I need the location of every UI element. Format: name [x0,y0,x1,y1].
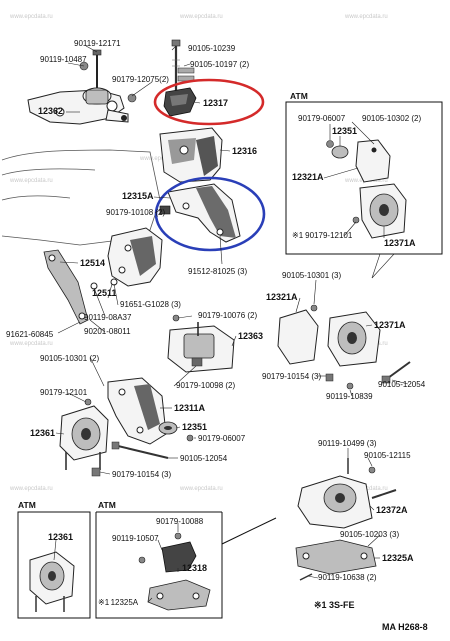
label-atm-90179-10088: 90179-10088 [156,517,204,526]
label-90179-12101-left: 90179-12101 [40,388,88,397]
label-r12325A: 12325A [382,553,414,563]
label-r90105-12115: 90105-12115 [364,451,411,460]
mount-12363 [167,314,235,373]
blue-circle-highlight [154,176,266,252]
watermark: www.epcdata.ru [179,486,223,492]
label-90105-10239: 90105-10239 [188,44,236,53]
bracket-12315A [159,183,241,243]
label-91512-81025: 91512-81025 (3) [188,267,247,276]
bracket-12511 [107,227,163,287]
label-r12371A-b: 12371A [374,320,406,330]
label-90179-10076: 90179-10076 (2) [198,311,257,320]
watermark: www.epcdata.ru [9,178,53,184]
bolt-90105-12054-left [111,441,169,459]
watermark: www.epcdata.ru [179,14,223,20]
star-marker: ※1 [98,598,110,607]
label-atm-90119-10507: 90119-10507 [112,534,159,543]
watermark: www.epcdata.ru [9,486,53,492]
star-marker: ※1 [292,231,304,240]
bracket-12325A-right [295,539,377,581]
atm-box-left: ATM [17,500,91,619]
label-r90179-06007: 90179-06007 [298,114,346,123]
bracket-12311A [107,377,167,445]
label-r90179-10154: 90179-10154 (3) [262,372,321,381]
label-r90119-10499: 90119-10499 (3) [318,439,377,448]
label-r90105-10301-3: 90105-10301 (3) [282,271,341,280]
label-12317: 12317 [203,98,228,108]
footer-legend: ※1 3S-FE [314,600,355,610]
red-circle-highlight [153,78,265,126]
atm-box-right: ATM [285,91,443,279]
label-12351-left: 12351 [182,422,207,432]
mount-12371A-right [277,304,411,390]
label-90179-06007-left: 90179-06007 [198,434,246,443]
mount-12361 [59,398,109,470]
watermark: www.epcdata.ru [9,14,53,20]
label-12511: 12511 [92,288,117,298]
mount-12372A [297,458,397,529]
label-90105-10197: 90105-10197 (2) [190,60,249,69]
watermark: www.epcdata.ru [344,14,388,20]
engine-mount-12362 [27,87,129,125]
label-12362: 12362 [38,106,63,116]
label-90179-10108: 90179-10108 (2) [106,208,165,217]
atm-box-mid: ATM [95,500,277,619]
label-90105-12054-left: 90105-12054 [180,454,228,463]
part-labels: 90119-12171 90119-10487 90105-10239 9010… [6,39,426,607]
label-90105-10301-2: 90105-10301 (2) [40,354,99,363]
atm-box-left-title: ATM [18,500,36,510]
atm-box-mid-title: ATM [98,500,116,510]
bracket-12317 [163,87,197,117]
label-90119-10487: 90119-10487 [40,55,87,64]
bolt-90105-10239 [127,39,195,103]
label-r12372A: 12372A [376,505,408,515]
leader-lines [53,45,409,603]
label-12315A: 12315A [122,191,154,201]
label-r90105-10302: 90105-10302 (2) [362,114,421,123]
label-r90119-10638: 90119-10638 (2) [318,573,377,582]
label-12514: 12514 [80,258,105,268]
nut-90179-10154-left [91,467,101,477]
label-90119-12171: 90119-12171 [74,39,121,48]
label-r90105-10203: 90105-10203 (3) [340,530,399,539]
label-r90119-10839: 90119-10839 [326,392,373,401]
label-12363: 12363 [238,331,263,341]
footer-code: MA H268-8 [382,622,428,632]
label-r12371A: 12371A [384,238,416,248]
label-atm-12325A-text: 12325A [111,598,139,607]
label-91621-60845: 91621-60845 [6,330,54,339]
label-r12321A: 12321A [292,172,324,182]
label-91651-G1028: 91651-G1028 (3) [120,300,181,309]
label-12316: 12316 [232,146,257,156]
atm-box-right-title: ATM [290,91,308,101]
stay-12514 [43,249,118,325]
label-r90179-12101-text: 90179-12101 [305,231,353,240]
label-atm-12361: 12361 [48,532,73,542]
cushion-12351 [158,421,194,442]
label-90119-08A37: 90119-08A37 [84,313,132,322]
label-r12321A-b: 12321A [266,292,298,302]
label-12361: 12361 [30,428,55,438]
watermark: www.epcdata.ru [9,341,53,347]
bracket-12316 [159,127,223,183]
label-r90105-12054: 90105-12054 [378,380,426,389]
label-90179-10098: 90179-10098 (2) [176,381,235,390]
label-90179-10154-left: 90179-10154 (3) [112,470,171,479]
watermark: www.epcdata.ru [139,156,183,162]
label-90201-08011: 90201-08011 [84,327,131,336]
footer: ※1 3S-FE MA H268-8 [314,600,428,632]
label-12311A: 12311A [174,403,206,413]
label-atm-12318: 12318 [182,563,207,573]
label-90179-12075: 90179-12075(2) [112,75,169,84]
label-r12351: 12351 [332,126,357,136]
